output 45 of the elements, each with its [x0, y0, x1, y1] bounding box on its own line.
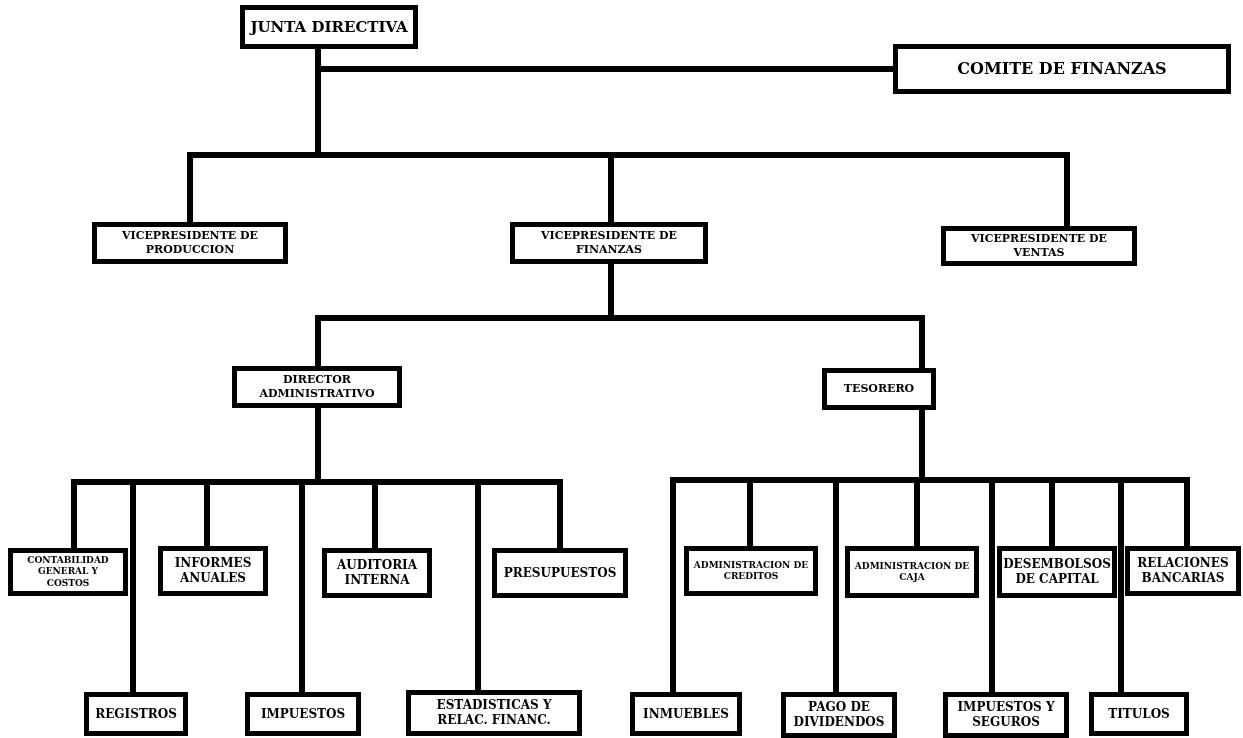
box-label: RELACIONES BANCARIAS: [1136, 556, 1230, 586]
org-box: [822, 368, 936, 410]
box-label: COMITE DE FINANZAS: [957, 59, 1167, 79]
box-label: CONTABILIDAD GENERAL Y COSTOS: [26, 555, 110, 589]
org-box: [240, 5, 418, 49]
org-box: [92, 222, 288, 264]
org-box: [845, 546, 979, 598]
org-box: [406, 690, 582, 736]
box-label: REGISTROS: [95, 706, 177, 722]
box-label: TESORERO: [843, 382, 915, 396]
box-label: DIRECTOR ADMINISTRATIVO: [258, 373, 376, 401]
org-box: [943, 692, 1069, 738]
box-label: TITULOS: [1108, 706, 1170, 722]
org-box: [1125, 546, 1241, 596]
box-label: AUDITORIA INTERNA: [335, 558, 419, 588]
box-label: PAGO DE DIVIDENDOS: [792, 700, 886, 730]
org-box: [1089, 692, 1189, 736]
box-label: INFORMES ANUALES: [173, 556, 253, 586]
org-box: [158, 546, 268, 596]
box-label: INMUEBLES: [643, 706, 729, 722]
org-box: [684, 546, 818, 596]
box-label: IMPUESTOS Y SEGUROS: [956, 700, 1056, 730]
org-box: [245, 692, 361, 736]
org-box: [322, 548, 432, 598]
org-box: [84, 692, 188, 736]
org-box: [781, 692, 897, 738]
org-box: [510, 222, 708, 264]
org-box: [232, 366, 402, 408]
box-label: PRESUPUESTOS: [503, 565, 617, 581]
org-box: [997, 546, 1117, 598]
box-label: VICEPRESIDENTE DE VENTAS: [970, 232, 1108, 260]
box-label: VICEPRESIDENTE DE PRODUCCION: [121, 229, 259, 257]
connector-line: [608, 264, 925, 368]
box-label: IMPUESTOS: [260, 706, 346, 722]
box-label: ADMINISTRACION DE CREDITOS: [693, 559, 809, 583]
org-box: [893, 44, 1231, 94]
org-box: [492, 548, 628, 598]
box-label: ADMINISTRACION DE CAJA: [854, 560, 970, 584]
org-box: [941, 226, 1137, 266]
box-label: JUNTA DIRECTIVA: [250, 17, 408, 37]
box-label: ESTADISTICAS Y RELAC. FINANC.: [435, 698, 553, 728]
box-label: DESEMBOLSOS DE CAPITAL: [1003, 557, 1111, 587]
org-box: [8, 548, 128, 596]
org-box: [630, 692, 742, 736]
box-label: VICEPRESIDENTE DE FINANZAS: [540, 229, 678, 257]
